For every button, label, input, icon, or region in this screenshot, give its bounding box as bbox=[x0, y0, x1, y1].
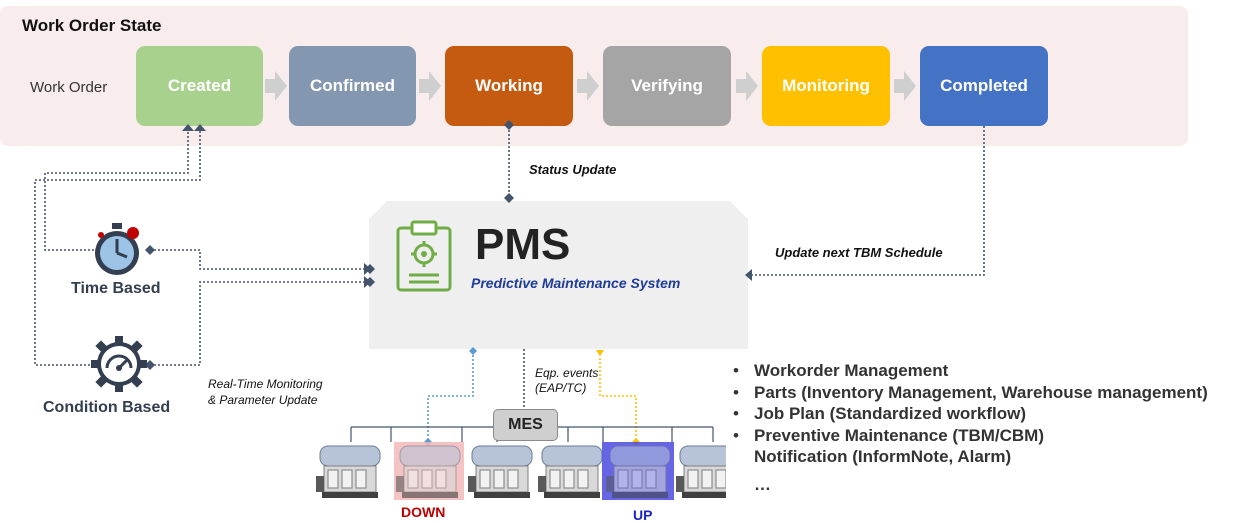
parameter-update-label: & Parameter Update bbox=[208, 393, 318, 407]
pms-subtitle: Predictive Maintenance System bbox=[471, 275, 681, 291]
time-based-label: Time Based bbox=[71, 280, 161, 297]
condition-based-label: Condition Based bbox=[43, 399, 171, 416]
realtime-monitoring-label: Real-Time Monitoring bbox=[208, 377, 323, 391]
state-monitoring: Monitoring bbox=[762, 46, 890, 126]
feature-item: •Parts (Inventory Management, Warehouse … bbox=[733, 382, 1208, 402]
chiller-icon bbox=[316, 445, 381, 499]
state-created: Created bbox=[136, 46, 263, 126]
state-confirmed: Confirmed bbox=[289, 46, 416, 126]
mes-box: MES bbox=[493, 409, 558, 441]
feature-item: •Preventive Maintenance (TBM/CBM) bbox=[733, 425, 1044, 445]
feature-item-ellipsis: … bbox=[754, 474, 771, 494]
state-verifying: Verifying bbox=[603, 46, 731, 126]
chiller-icon bbox=[467, 445, 533, 499]
chiller-up-icon bbox=[602, 442, 674, 500]
eqp-events-sub-label: (EAP/TC) bbox=[535, 381, 587, 395]
state-working: Working bbox=[445, 46, 573, 126]
state-completed: Completed bbox=[920, 46, 1048, 126]
equipment-row bbox=[316, 442, 726, 500]
clipboard-gear-icon bbox=[396, 220, 452, 292]
chiller-icon bbox=[537, 445, 603, 499]
feature-item: Notification (InformNote, Alarm) bbox=[754, 447, 1012, 466]
feature-item: •Workorder Management bbox=[733, 361, 949, 380]
next-tbm-label: Update next TBM Schedule bbox=[775, 245, 943, 260]
feature-list: •Workorder Management •Parts (Inventory … bbox=[733, 360, 1208, 495]
up-label: UP bbox=[633, 507, 653, 523]
feature-item: •Job Plan (Standardized workflow) bbox=[733, 404, 1027, 423]
panel-title: Work Order State bbox=[22, 16, 162, 35]
chiller-down-icon bbox=[394, 442, 464, 500]
down-label: DOWN bbox=[401, 504, 446, 520]
pms-title: PMS bbox=[475, 220, 571, 269]
eqp-events-label: Eqp. events bbox=[535, 366, 599, 380]
chiller-icon bbox=[675, 445, 726, 499]
gauge-gear-icon bbox=[91, 336, 147, 392]
stopwatch-icon bbox=[95, 223, 139, 275]
status-update-label: Status Update bbox=[529, 162, 617, 177]
work-order-row-label: Work Order bbox=[30, 79, 108, 96]
